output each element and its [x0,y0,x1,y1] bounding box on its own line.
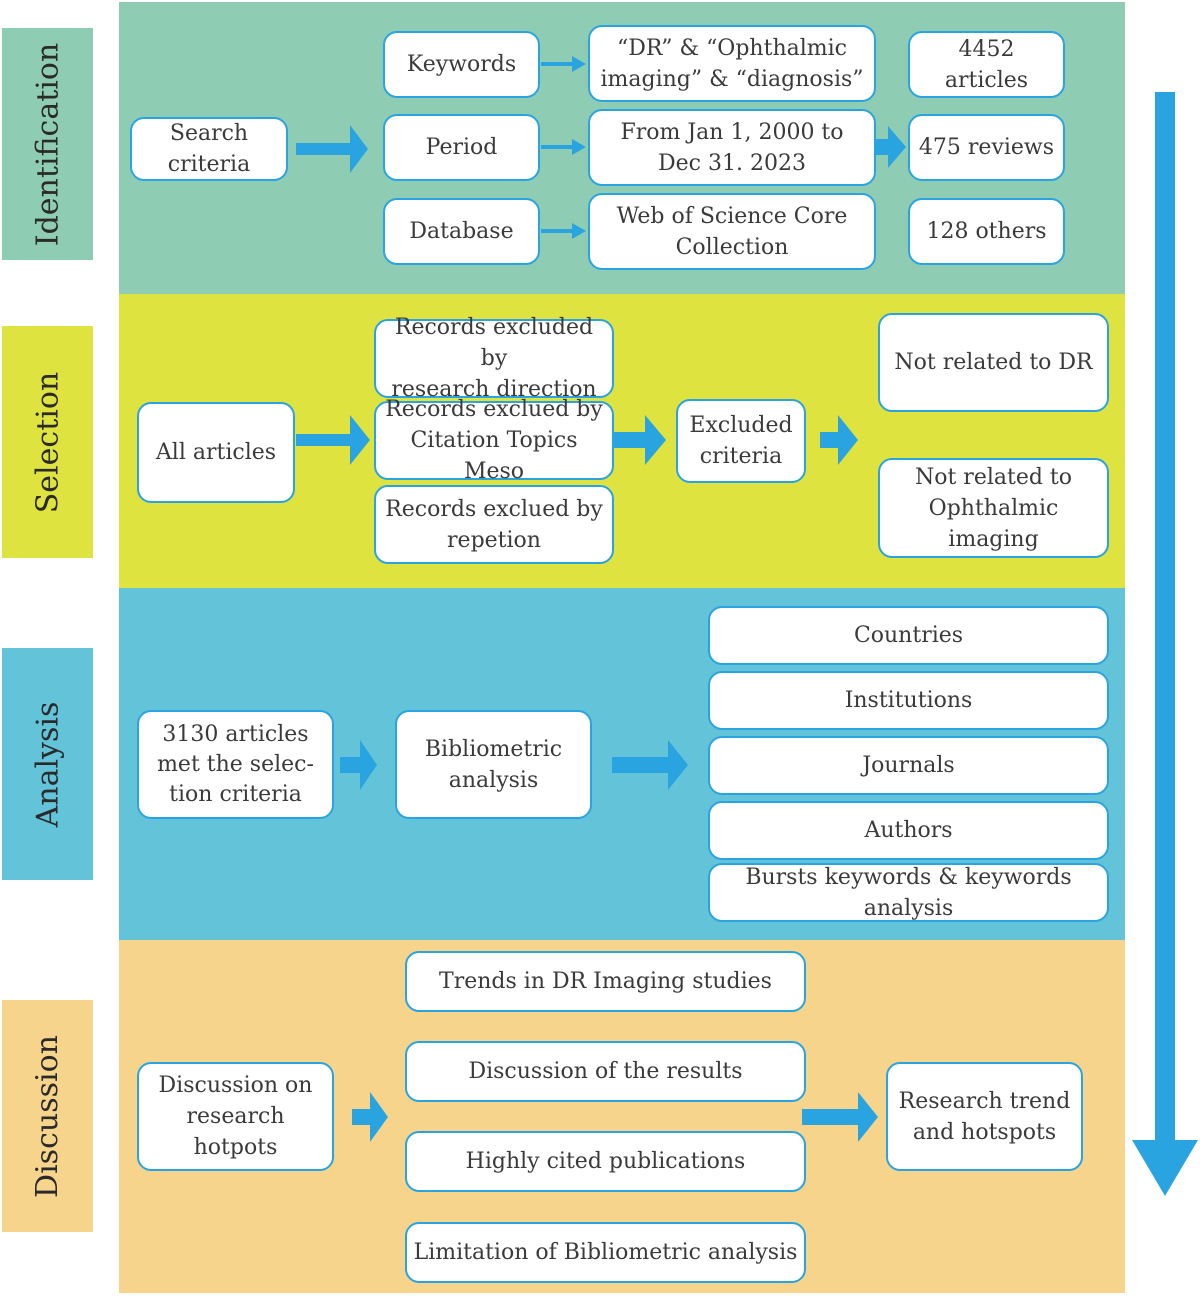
institutions-box: Institutions [708,671,1109,730]
bursts-keywords-box: Bursts keywords & keywords analysis [708,863,1109,922]
trends-box: Trends in DR Imaging studies [405,951,806,1012]
excluded-repetition-box: Records exclued by repetion [374,485,614,564]
excluded-criteria-box: Excluded criteria [676,399,806,483]
articles-count-box: 4452 articles [908,31,1065,98]
highly-cited-box: Highly cited publications [405,1131,806,1192]
analysis-label: Analysis [30,701,65,827]
authors-box: Authors [708,801,1109,860]
met-criteria-box: 3130 articles met the selec- tion criter… [137,710,334,819]
discussion-hotspots-box: Discussion on research hotpots [137,1062,334,1171]
selection-label: Selection [30,371,65,513]
discussion-tab: Discussion [2,1000,93,1232]
others-count-box: 128 others [908,198,1065,265]
keywords-box: Keywords [383,31,540,98]
database-box: Database [383,198,540,265]
research-trend-box: Research trend and hotspots [886,1062,1083,1171]
excluded-topics-box: Records exclued by Citation Topics Meso [374,397,614,484]
countries-box: Countries [708,606,1109,665]
limitation-box: Limitation of Bibliometric analysis [405,1222,806,1283]
search-criteria-box: Search criteria [130,117,288,181]
period-box: Period [383,114,540,181]
discussion-results-box: Discussion of the results [405,1041,806,1102]
not-related-imaging-box: Not related to Ophthalmic imaging [878,458,1109,558]
journals-box: Journals [708,736,1109,795]
database-value-box: Web of Science Core Collection [588,193,876,270]
analysis-tab: Analysis [2,648,93,880]
selection-tab: Selection [2,326,93,558]
discussion-label: Discussion [30,1034,65,1198]
all-articles-box: All articles [137,402,295,503]
keywords-value-box: “DR” & “Ophthalmic imaging” & “diagnosis… [588,25,876,102]
excluded-direction-box: Records excluded by research direction [374,315,614,402]
identification-label: Identification [30,42,66,246]
period-value-box: From Jan 1, 2000 to Dec 31. 2023 [588,109,876,186]
identification-tab: Identification [2,28,93,260]
process-flow-arrow [1132,92,1198,1196]
bibliometric-analysis-box: Bibliometric analysis [395,710,592,819]
not-related-dr-box: Not related to DR [878,313,1109,412]
reviews-count-box: 475 reviews [908,114,1065,181]
